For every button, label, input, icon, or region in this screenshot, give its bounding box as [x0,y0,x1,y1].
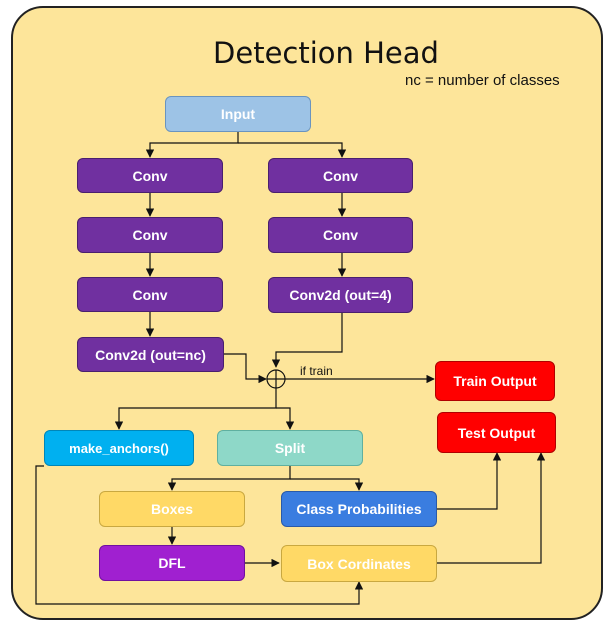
edge-concat-split [276,407,295,430]
make-anchors-node: make_anchors() [44,430,194,466]
edge-conv2d-4-concat [271,313,343,368]
edge-split-boxes [167,466,291,491]
edge-anchors-boxcord [35,465,364,605]
conv-node-left-1: Conv [77,158,223,193]
input-node: Input [165,96,311,132]
edge-classprob-test [437,452,502,510]
edge-input-branch-right [238,142,347,158]
conv-node-right-1: Conv [268,158,413,193]
class-probabilities-node: Class Probabilities [281,491,437,527]
diagram-subtitle: nc = number of classes [405,72,560,89]
if-train-label: if train [300,364,333,378]
test-output-node: Test Output [437,412,556,453]
dfl-node: DFL [99,545,245,581]
split-node: Split [217,430,363,466]
concat-symbol [266,369,286,389]
box-cordinates-node: Box Cordinates [281,545,437,582]
diagram-title: Detection Head [213,36,439,70]
train-output-node: Train Output [435,361,555,401]
edge-concat-down [114,388,277,430]
edge-boxcord-test [437,452,546,564]
edge-conv2d-nc-concat [224,353,267,384]
edge-input-branch [145,132,239,158]
conv-node-right-2: Conv [268,217,413,253]
conv-node-left-3: Conv [77,277,223,312]
conv2d-nc-node: Conv2d (out=nc) [77,337,224,372]
conv2d-4-node: Conv2d (out=4) [268,277,413,313]
edge-split-classprob [290,478,364,491]
boxes-node: Boxes [99,491,245,527]
conv-node-left-2: Conv [77,217,223,253]
